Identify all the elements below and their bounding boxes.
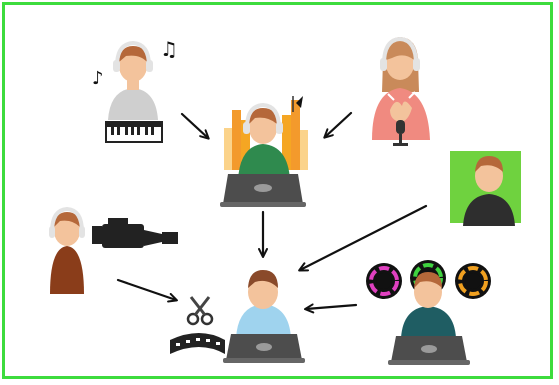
- camera-operator-node: [49, 206, 178, 294]
- laptop-icon: [388, 336, 470, 365]
- greenscreen-actor-node: [450, 151, 521, 226]
- piano-keyboard-icon: [105, 121, 163, 143]
- singer-node: [372, 36, 430, 146]
- audio-levels-icon: [224, 96, 308, 170]
- arrow-greenscreen-to-editor: [298, 204, 428, 272]
- arrow-singer-to-mixer: [323, 111, 353, 139]
- laptop-icon: [220, 174, 306, 207]
- video-editor-node: [170, 270, 305, 363]
- svg-text:♫: ♫: [160, 37, 178, 61]
- arrow-camera-to-editor: [116, 278, 178, 303]
- svg-text:♪: ♪: [92, 68, 104, 89]
- music-note-icon: ♪: [92, 68, 104, 89]
- microphone-icon: [393, 120, 408, 146]
- video-camera-icon: [92, 218, 178, 248]
- color-grader-node: [366, 260, 491, 365]
- laptop-icon: [223, 334, 305, 363]
- music-notes-icon: ♫: [160, 37, 178, 61]
- film-strip-icon: [170, 333, 225, 354]
- audio-mixer-node: [220, 96, 308, 207]
- color-wheels-icon: [366, 260, 491, 299]
- pianist-node: ♪ ♫: [92, 37, 178, 143]
- scissors-icon: [186, 296, 214, 326]
- arrow-pianist-to-mixer: [180, 112, 210, 140]
- arrow-colorgrader-to-editor: [304, 303, 358, 314]
